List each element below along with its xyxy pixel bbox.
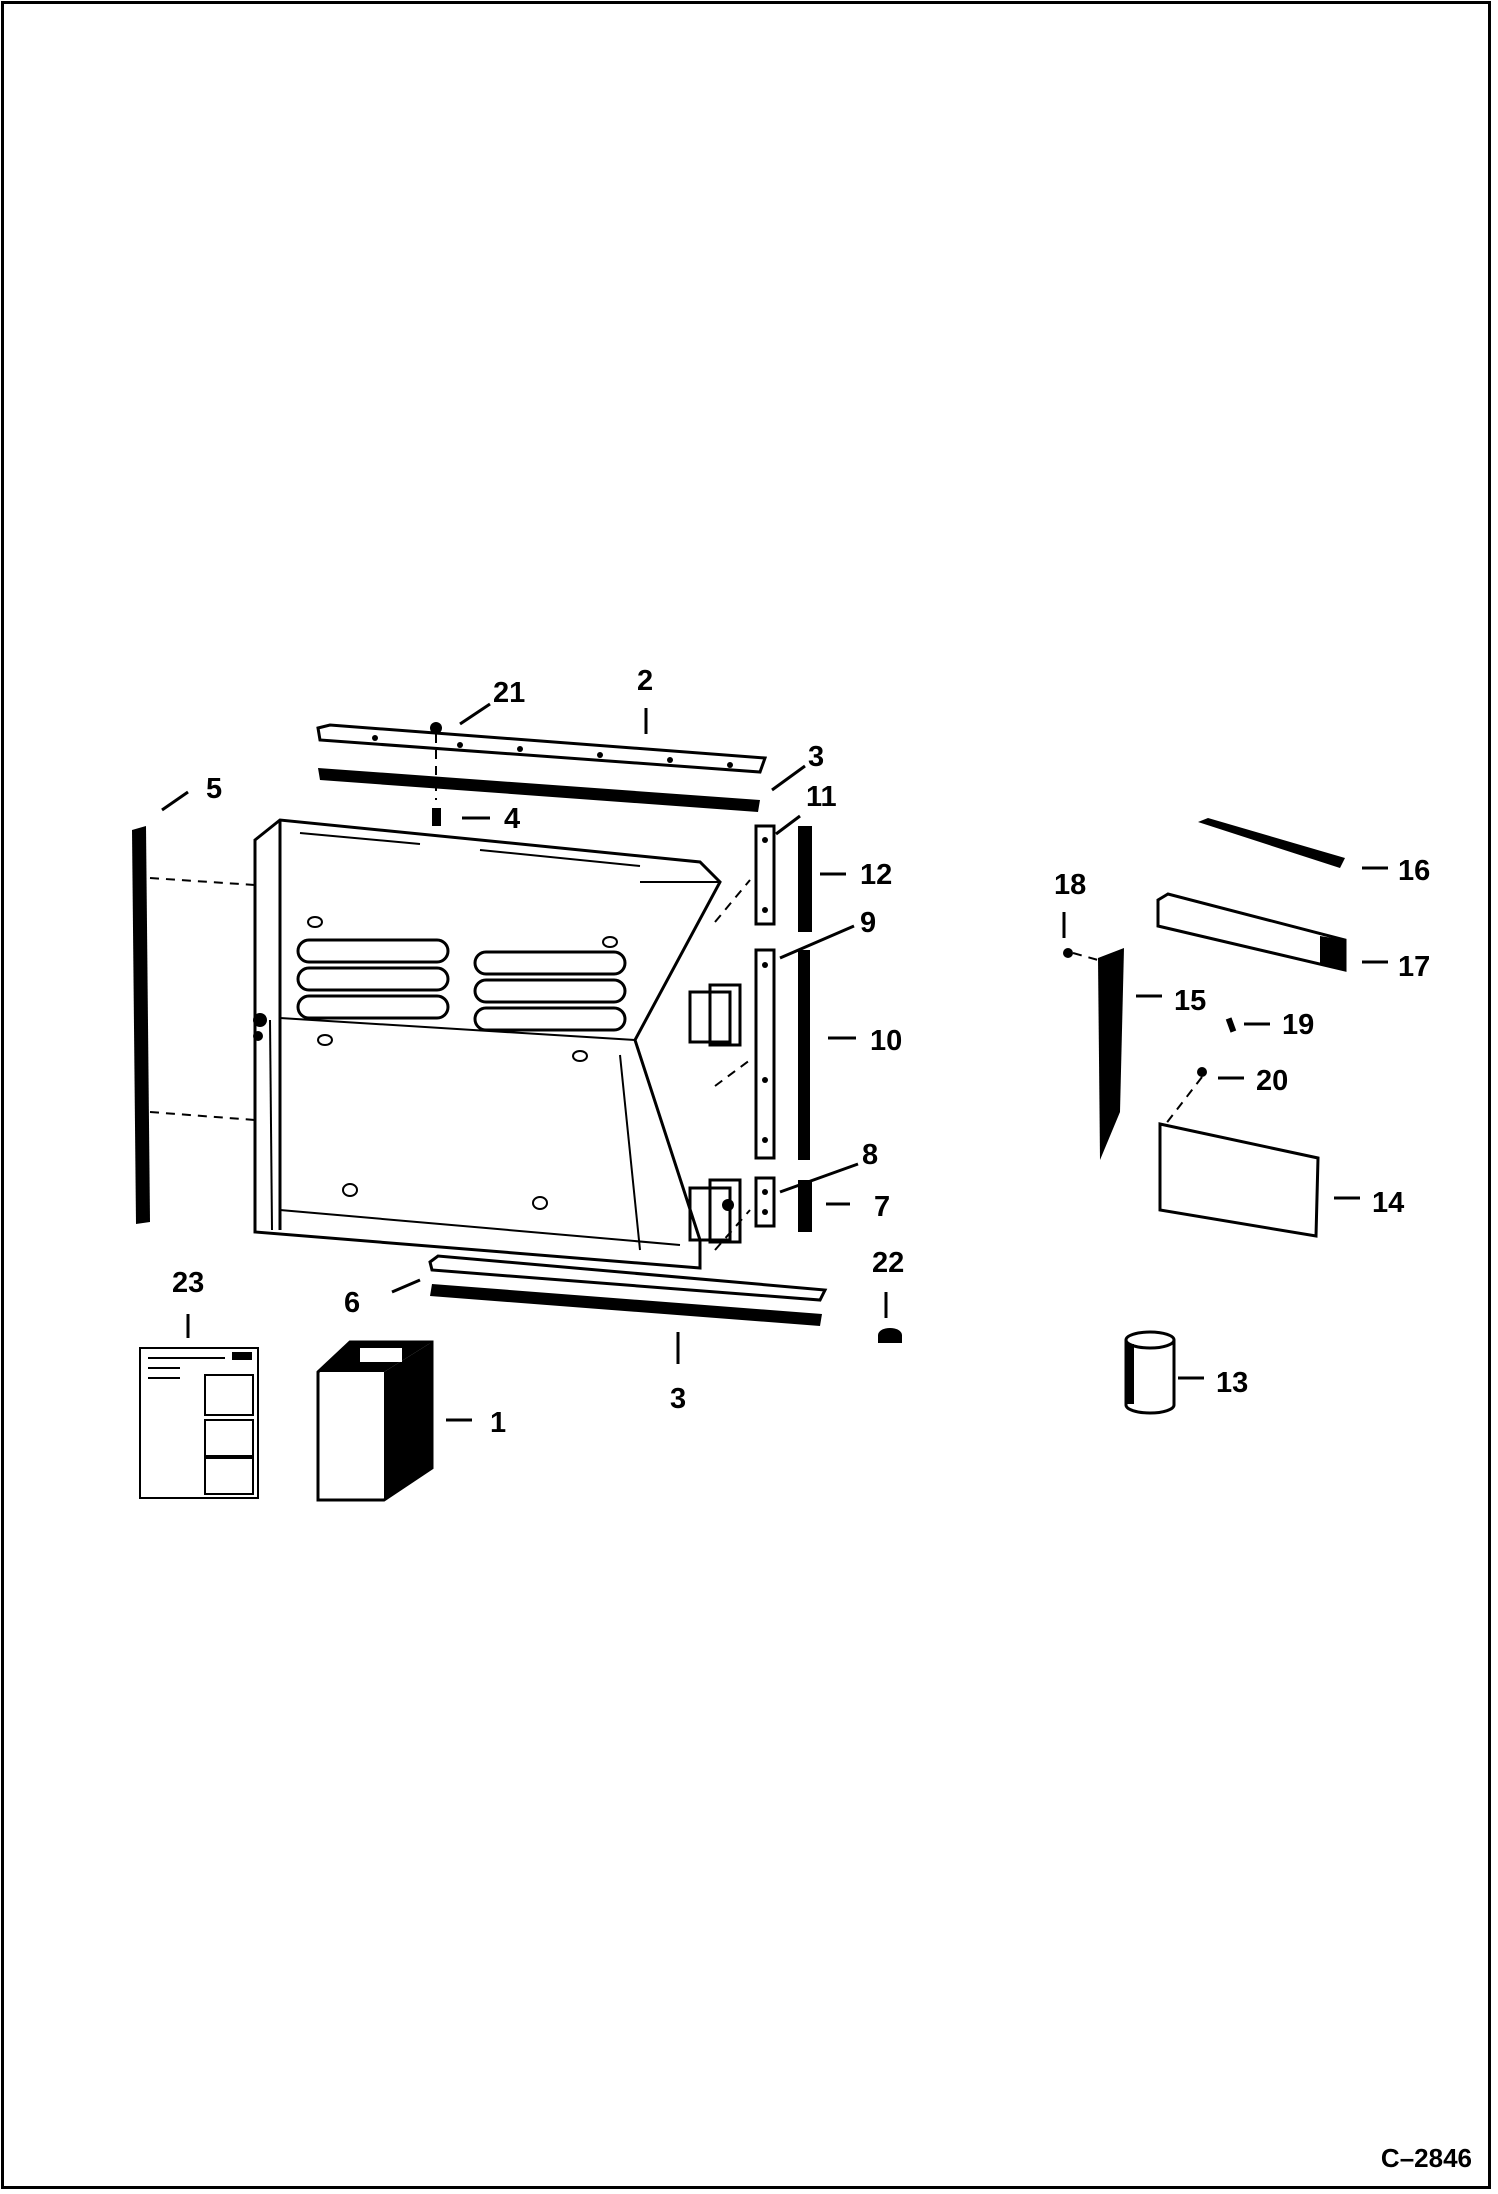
seal-16 — [1198, 818, 1345, 868]
callout-2: 2 — [637, 665, 653, 697]
callout-18: 18 — [1054, 869, 1086, 901]
callout-17: 17 — [1398, 951, 1430, 983]
callout-11: 11 — [806, 781, 837, 813]
left-vertical-seal — [132, 826, 256, 1224]
callout-15: 15 — [1174, 985, 1206, 1017]
callout-21: 21 — [493, 677, 525, 709]
callout-5: 5 — [206, 773, 222, 805]
pin-19-washer-20 — [1164, 1017, 1237, 1126]
operation-manual — [139, 1347, 259, 1499]
callout-16: 16 — [1398, 855, 1430, 887]
callout-12: 12 — [860, 859, 892, 891]
callout-23: 23 — [172, 1267, 204, 1299]
cylinder-filter-13 — [1124, 1330, 1176, 1415]
callout-9: 9 — [860, 907, 876, 939]
callout-10: 10 — [870, 1025, 902, 1057]
screen-15 — [1063, 948, 1124, 1160]
callout-3-top: 3 — [808, 741, 824, 773]
callout-19: 19 — [1282, 1009, 1314, 1041]
filter-pad-14 — [1158, 1122, 1320, 1238]
grommet — [878, 1328, 902, 1343]
callout-8: 8 — [862, 1139, 878, 1171]
callout-3-bottom: 3 — [670, 1383, 686, 1415]
housing-panel — [253, 818, 742, 1270]
leader-lines — [161, 702, 1388, 1422]
foam-block-17 — [1156, 892, 1347, 972]
callout-4: 4 — [504, 803, 520, 835]
right-seal-parts — [714, 824, 812, 1251]
top-bolt — [430, 722, 442, 826]
filter-block — [316, 1340, 434, 1502]
bottom-rails — [428, 1254, 828, 1326]
callout-13: 13 — [1216, 1367, 1248, 1399]
callout-6: 6 — [344, 1287, 360, 1319]
callout-7: 7 — [874, 1191, 890, 1223]
figure-reference: C–2846 — [1380, 2143, 1472, 2173]
callout-14: 14 — [1372, 1187, 1404, 1219]
callout-20: 20 — [1256, 1065, 1288, 1097]
callout-22: 22 — [872, 1247, 904, 1279]
top-seal-strip — [318, 768, 760, 812]
callout-1: 1 — [490, 1407, 506, 1439]
top-mounting-bar — [316, 723, 768, 774]
